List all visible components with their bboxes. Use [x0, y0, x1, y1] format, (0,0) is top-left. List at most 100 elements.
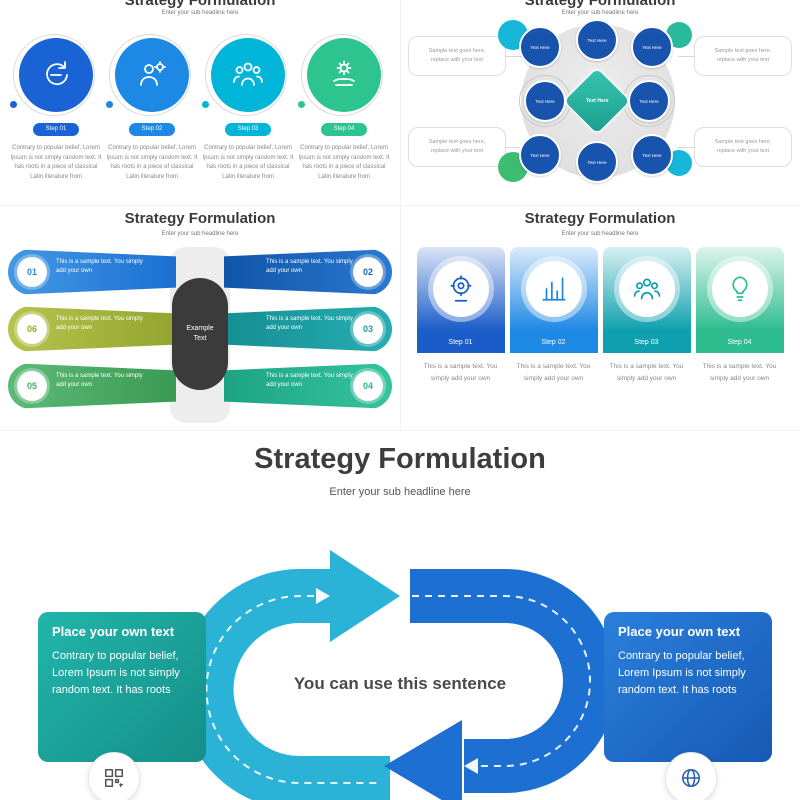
step-badge: Step 01: [416, 331, 505, 353]
step-badge: Step 02: [129, 123, 175, 136]
handshake-icon: [46, 61, 68, 86]
step-badge: Step 03: [225, 123, 271, 136]
team-icon: [233, 62, 263, 86]
banner-text: This is a sample text. You simply add yo…: [56, 259, 143, 275]
step-column: Step 03 Contrary to popular belief, Lore…: [202, 34, 294, 182]
horizontal-divider: [0, 205, 800, 206]
step-column: Step 01 This is a sample text. You simpl…: [416, 247, 505, 384]
badge-circle: [88, 752, 140, 800]
step-description: Contrary to popular belief, Lorem Ipsum …: [298, 145, 390, 180]
process-banner-04: 04 This is a sample text. You simply add…: [224, 363, 392, 409]
step-column: Step 04 This is a sample text. You simpl…: [695, 247, 784, 384]
blue-arrowhead: [384, 720, 462, 800]
step-number: 06: [17, 314, 47, 344]
sample-text-box: Sample text goes here, replace with your…: [408, 36, 506, 76]
step-number: 05: [17, 371, 47, 401]
step-description: This is a sample text. You simply add yo…: [516, 363, 591, 382]
connector-line: [678, 147, 694, 148]
hub-center-label: Text Here: [585, 97, 609, 104]
analytics-icon: [541, 277, 566, 301]
step-number: 02: [353, 257, 383, 287]
horizontal-divider: [0, 430, 800, 431]
hub-node: Text Here: [631, 134, 673, 176]
box-heading: Place your own text: [52, 624, 175, 639]
slide-subtitle: Enter your sub headline here: [561, 231, 639, 237]
slide-step-circles[interactable]: Strategy Formulation Enter your sub head…: [0, 0, 400, 205]
slide-numbered-banners[interactable]: Strategy Formulation Enter your sub head…: [0, 205, 400, 430]
blue-dashed-guide: [412, 595, 591, 767]
step-circle: [202, 34, 287, 116]
slide-title: Strategy Formulation: [524, 0, 676, 9]
sample-text-box: Sample text goes here, replace with your…: [694, 127, 792, 167]
slide-subtitle: Enter your sub headline here: [561, 10, 639, 16]
banner-text: This is a sample text. You simply add yo…: [56, 373, 143, 389]
step-badge: Step 03: [602, 331, 691, 353]
step-description: This is a sample text. You simply add yo…: [423, 363, 498, 382]
globe-icon: [681, 768, 701, 788]
step-description: Contrary to popular belief, Lorem Ipsum …: [106, 145, 198, 180]
column-header: [509, 247, 598, 331]
process-banner-05: 05 This is a sample text. You simply add…: [8, 363, 176, 409]
steps-row: Step 01 Contrary to popular belief, Lore…: [0, 34, 400, 182]
cyan-dashed-arrowhead: [316, 588, 330, 604]
hand-gear-icon: [333, 60, 355, 86]
step-column: Step 02 Contrary to popular belief, Lore…: [106, 34, 198, 182]
step-badge: Step 04: [321, 123, 367, 136]
slide-subtitle: Enter your sub headline here: [161, 10, 239, 16]
sample-text-box: Sample text goes here, replace with your…: [408, 127, 506, 167]
box-body: Contrary to popular belief, Lorem Ipsum …: [52, 649, 180, 696]
step-number: 03: [353, 314, 383, 344]
sample-text-box: Sample text goes here, replace with your…: [694, 36, 792, 76]
slide-subtitle: Enter your sub headline here: [161, 231, 239, 237]
step-column: Step 01 Contrary to popular belief, Lore…: [10, 34, 102, 182]
cyan-dashed-guide: [205, 595, 382, 784]
step-column: Step 04 Contrary to popular belief, Lore…: [298, 34, 390, 182]
qr-grid-icon: [104, 768, 124, 788]
step-badge: Step 01: [33, 123, 79, 136]
hub-node: Text Here: [628, 80, 670, 122]
slide-cycle-arrows[interactable]: Strategy Formulation Enter your sub head…: [0, 430, 800, 800]
step-badge: Step 02: [509, 331, 598, 353]
column-header: [416, 247, 505, 331]
process-banner-01: 01 This is a sample text. You simply add…: [8, 249, 176, 295]
icon-circle: [618, 261, 675, 317]
idea-icon: [731, 276, 748, 302]
column-header: [695, 247, 784, 331]
slide-title: Strategy Formulation: [124, 0, 276, 9]
left-text-box: Place your own text Contrary to popular …: [38, 612, 206, 762]
slide-title: Strategy Formulation: [524, 210, 676, 227]
step-column: Step 02 This is a sample text. You simpl…: [509, 247, 598, 384]
slide-step-columns[interactable]: Strategy Formulation Enter your sub head…: [400, 205, 800, 430]
icon-circle: [432, 261, 489, 317]
cycle-arrows-graphic: [179, 550, 617, 800]
column-header: [602, 247, 691, 331]
right-text-box: Place your own text Contrary to popular …: [604, 612, 772, 762]
hub-node: Text Here: [524, 80, 566, 122]
step-description: Contrary to popular belief, Lorem Ipsum …: [10, 145, 102, 180]
vertical-divider: [400, 0, 401, 430]
person-gear-icon: [140, 61, 166, 86]
process-banner-02: 02 This is a sample text. You simply add…: [224, 249, 392, 295]
hub-node: Text Here: [576, 141, 618, 183]
banner-text: This is a sample text. You simply add yo…: [56, 316, 143, 332]
badge-circle: [665, 752, 717, 800]
slide-subtitle: Enter your sub headline here: [329, 486, 471, 498]
example-text-pill: Example Text: [172, 278, 228, 390]
slide-title: Strategy Formulation: [254, 443, 546, 475]
connector-line: [506, 147, 522, 148]
box-heading: Place your own text: [618, 624, 741, 639]
hub-node: Text Here: [631, 26, 673, 68]
slide-hub-diagram[interactable]: Strategy Formulation Enter your sub head…: [400, 0, 800, 205]
step-column: Step 03 This is a sample text. You simpl…: [602, 247, 691, 384]
process-banner-03: 03 This is a sample text. You simply add…: [224, 306, 392, 352]
center-sentence: You can use this sentence: [293, 674, 507, 693]
banner-text: This is a sample text. You simply add yo…: [266, 373, 353, 389]
hub-node: Text Here: [519, 26, 561, 68]
banner-text: This is a sample text. You simply add yo…: [266, 259, 353, 275]
step-circle: [10, 34, 95, 116]
slide-title: Strategy Formulation: [124, 210, 276, 227]
banner-text: This is a sample text. You simply add yo…: [266, 316, 353, 332]
step-number: 04: [353, 371, 383, 401]
connector-line: [506, 56, 522, 57]
